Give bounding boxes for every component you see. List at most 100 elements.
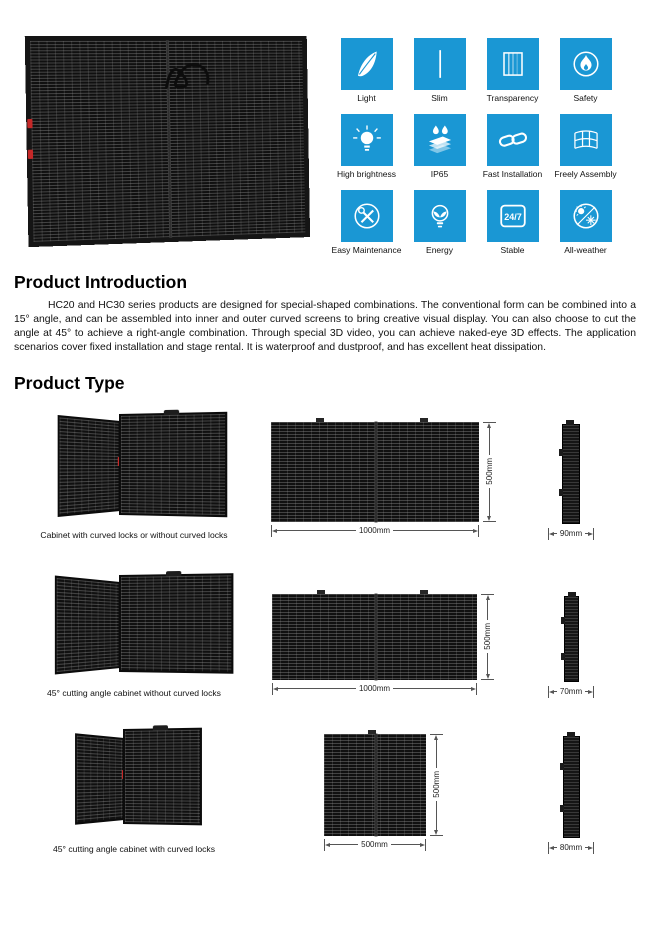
cabinet-panel-left [55,575,120,674]
cabinet-side-view [563,736,580,838]
depth-dimension-label: 90mm [557,529,585,538]
feature-tile-easy-maintenance: Easy Maintenance [330,190,403,255]
width-dimension-label: 500mm [358,840,391,849]
cabinet-side-view [562,424,580,524]
red-lock-clip [27,119,32,128]
feature-tile-box [341,190,393,242]
dim-arrow [588,690,593,694]
cabinet-panel-left [58,415,120,517]
height-dimension: 500mm [483,422,496,522]
product-type-section: Product Type Cabinet with curved locks o… [0,355,650,854]
cabinet-angle-view [28,566,240,682]
feature-tile-transparency: Transparency [476,38,549,103]
type-row-left: 45° cutting angle cabinet with curved lo… [14,722,254,854]
feature-tile-box [560,114,612,166]
feature-label: Slim [431,93,448,103]
type-row-side: 70mm [512,596,630,698]
cabinet-front-view [272,594,477,680]
product-type-title: Product Type [14,373,640,394]
dim-arrow [486,674,490,679]
chain-link-icon [495,122,531,158]
dim-arrow [471,687,476,691]
badge-24-7-icon: 24/7 [495,198,531,234]
cabinet-front-view [271,422,479,522]
feature-label: Stable [500,245,524,255]
panel-seam [375,594,377,680]
hanging-hook [420,418,428,422]
hanging-hook [568,592,576,597]
product-introduction-title: Product Introduction [14,272,636,293]
side-bracket [560,763,564,770]
feature-grid: Light Slim [330,38,622,255]
feature-label: IP65 [431,169,449,179]
product-type-row-3: 45° cutting angle cabinet with curved lo… [14,722,640,854]
product-type-row-1: Cabinet with curved locks or without cur… [14,408,640,540]
cabinet-panel-right [123,727,202,825]
feature-label: High brightness [337,169,396,179]
side-bracket [559,489,563,496]
dim-line [487,600,488,621]
dim-arrow [588,532,593,536]
depth-dimension-label: 80mm [557,843,585,852]
dim-line [489,428,490,456]
feature-label: Fast Installation [483,169,543,179]
height-dimension-label: 500mm [432,768,441,801]
cabinet-side-view [564,596,579,682]
width-dimension: 500mm [324,839,426,851]
dim-arrow [420,843,425,847]
type-row-front: 500mm 1000mm [254,594,512,698]
cabinet-panel-left [75,733,124,825]
feature-tile-box: 24/7 [487,190,539,242]
waterproof-icon [422,122,458,158]
feature-tile-box [341,114,393,166]
feature-tile-box [560,190,612,242]
feature-tile-box [487,114,539,166]
type-caption: 45° cutting angle cabinet with curved lo… [53,844,215,854]
dim-arrow [434,830,438,835]
feature-tile-ip65: IP65 [403,114,476,179]
dim-line [393,530,472,531]
width-dimension: 1000mm [272,683,477,695]
dim-line [436,801,437,830]
depth-dimension: 90mm [548,528,594,540]
type-row-left: Cabinet with curved locks or without cur… [14,408,254,540]
side-bracket [561,653,565,660]
safety-flame-icon [568,46,604,82]
depth-dimension: 80mm [548,842,594,854]
red-lock-clip [28,150,33,159]
slim-icon [422,46,458,82]
type-caption: 45° cutting angle cabinet without curved… [47,688,221,698]
width-dimension-label: 1000mm [356,526,393,535]
feature-label: Transparency [487,93,539,103]
cabinet-angle-view [28,722,240,838]
feature-label: Light [357,93,375,103]
type-row-front: 500mm 500mm [254,734,512,854]
dim-arrow [473,529,478,533]
feature-tile-high-brightness: High brightness [330,114,403,179]
type-row-side: 80mm [512,736,630,854]
height-dimension: 500mm [430,734,443,836]
maintenance-tools-icon [349,198,385,234]
width-dimension: 1000mm [271,525,479,537]
depth-dimension: 70mm [548,686,594,698]
hanging-hook [566,420,574,425]
dim-line [436,740,437,769]
feature-tile-freely-assembly: Freely Assembly [549,114,622,179]
cabinet-panel-right [119,412,227,517]
cabinet-handle [166,571,181,576]
feature-label: Easy Maintenance [332,245,402,255]
panel-seam [375,422,377,522]
feature-tile-box [414,190,466,242]
width-dimension-label: 1000mm [356,684,393,693]
dim-line [489,488,490,516]
dim-arrow [588,846,593,850]
feature-tile-energy: Energy [403,190,476,255]
sun-snowflake-icon [568,198,604,234]
svg-text:24/7: 24/7 [504,212,522,222]
height-dimension-label: 500mm [485,455,494,488]
transparent-led-panel-image [25,36,310,247]
hanging-hook [420,590,428,594]
feather-icon [349,46,385,82]
cabinet-angle-view [28,408,240,524]
